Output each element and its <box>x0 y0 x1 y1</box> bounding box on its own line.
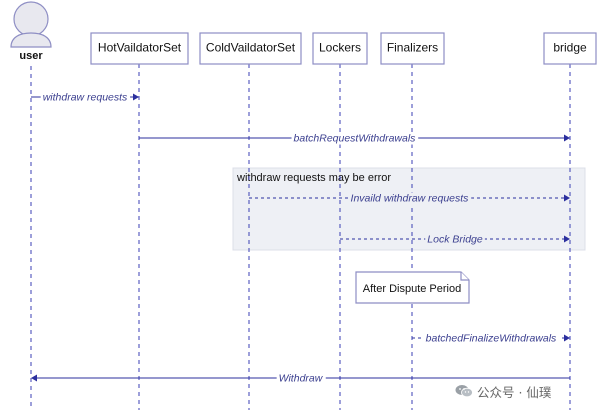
message-label: Lock Bridge <box>427 234 483 246</box>
participant-label-lockers: Lockers <box>319 41 361 55</box>
message-label-bg <box>425 233 485 246</box>
participant-box-bridge <box>543 32 597 65</box>
message-5: batchedFinalizeWithdrawals <box>412 332 570 345</box>
participant-box-finalizers <box>380 32 445 65</box>
message-arrowhead <box>564 134 570 142</box>
messages: withdraw requests batchRequestWithdrawals… <box>31 91 570 385</box>
wechat-icon <box>455 385 473 398</box>
note-text: After Dispute Period <box>363 283 461 295</box>
message-label-bg <box>276 372 326 385</box>
message-label-bg <box>40 91 131 104</box>
message-label: Invaild withdraw requests <box>351 193 470 205</box>
lifelines <box>30 64 571 410</box>
message-label-bg <box>423 332 560 345</box>
participant-label-finalizers: Finalizers <box>387 41 438 55</box>
message-arrowhead <box>31 374 37 382</box>
note-fold <box>460 272 469 281</box>
participant-cold: ColdVaildatorSet <box>199 32 302 65</box>
message-3: Invaild withdraw requests <box>249 192 570 205</box>
message-arrowhead <box>133 93 139 101</box>
alt-fragment <box>232 167 586 251</box>
message-label: batchRequestWithdrawals <box>294 133 417 145</box>
message-label: Withdraw <box>279 373 324 385</box>
message-label: withdraw requests <box>43 92 128 104</box>
note-after-dispute: After Dispute Period <box>355 271 470 304</box>
participant-user: user <box>10 1 52 62</box>
fragment-label: withdraw requests may be error <box>236 172 391 184</box>
message-label-bg <box>291 132 419 145</box>
participant-box-lockers <box>312 32 368 65</box>
message-label: batchedFinalizeWithdrawals <box>426 333 557 345</box>
participant-hot: HotVaildatorSet <box>90 32 189 65</box>
participant-bridge: bridge <box>543 32 597 65</box>
participant-finalizers: Finalizers <box>380 32 445 65</box>
participant-label-hot: HotVaildatorSet <box>98 41 182 55</box>
participant-box-hot <box>90 32 189 65</box>
message-6: Withdraw <box>31 372 570 385</box>
participant-box-cold <box>199 32 302 65</box>
user-body-icon <box>10 32 52 48</box>
participant-label-cold: ColdVaildatorSet <box>206 41 296 55</box>
watermark: 公众号 · 仙璞 <box>455 381 551 401</box>
participant-label-user: user <box>19 50 43 62</box>
message-2: batchRequestWithdrawals <box>139 132 570 145</box>
watermark-text: 公众号 · 仙璞 <box>477 384 552 400</box>
participant-lockers: Lockers <box>312 32 368 65</box>
message-1: withdraw requests <box>31 91 139 104</box>
message-arrowhead <box>564 235 570 243</box>
message-arrowhead <box>564 334 570 342</box>
user-head-icon <box>13 1 49 37</box>
message-arrowhead <box>564 194 570 202</box>
participant-label-bridge: bridge <box>553 41 587 55</box>
message-label-bg <box>348 192 472 205</box>
message-4: Lock Bridge <box>340 233 570 246</box>
note-box <box>355 271 470 304</box>
